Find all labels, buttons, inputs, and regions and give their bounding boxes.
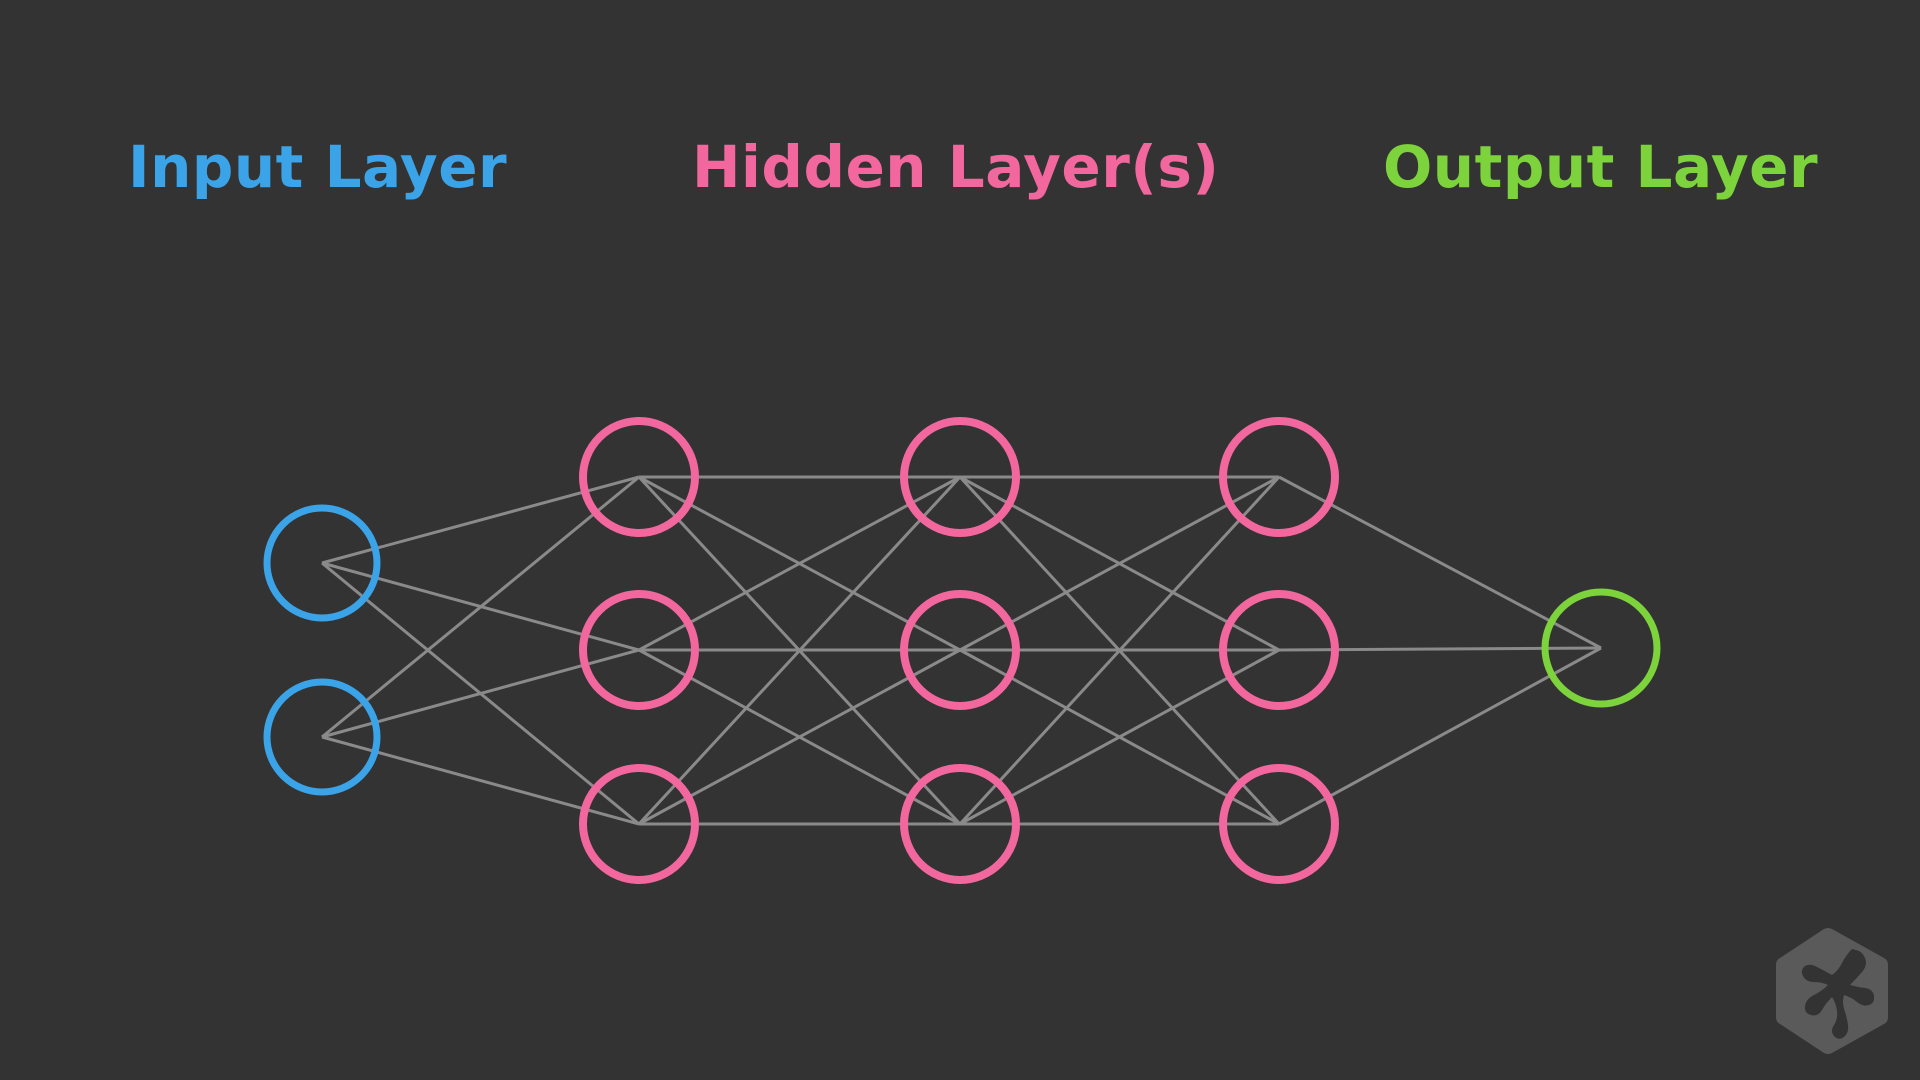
input-layer-label: Input Layer [128, 133, 508, 201]
edge-h2_3-to-h3_2 [959, 648, 1280, 826]
edge-h1_2-to-h2_1 [638, 475, 961, 652]
edge-h2_3-to-h3_1 [958, 475, 1281, 826]
node-h3_3[interactable] [1219, 764, 1339, 884]
edge-i2-to-h1_3 [321, 735, 640, 826]
node-h2_3[interactable] [900, 764, 1020, 884]
output-layer-label: Output Layer [1383, 133, 1819, 201]
node-h3_1[interactable] [1219, 417, 1339, 537]
edge-h1_3-to-h2_1 [637, 475, 962, 826]
node-o1[interactable] [1541, 588, 1661, 708]
hexagon-logo-watermark [1776, 928, 1888, 1054]
node-i2[interactable] [263, 678, 381, 796]
edge-h2_2-to-h3_1 [959, 475, 1280, 652]
hidden-layer-label: Hidden Layer(s) [692, 133, 1220, 201]
node-i1[interactable] [263, 504, 381, 622]
nodes-group [263, 417, 1661, 884]
edge-h3_1-to-o1 [1278, 475, 1602, 650]
node-h2_2[interactable] [900, 590, 1020, 710]
node-h1_3[interactable] [579, 764, 699, 884]
node-h1_1[interactable] [579, 417, 699, 537]
neuron-splat-icon [1801, 949, 1875, 1039]
edge-h3_3-to-o1 [1278, 646, 1602, 826]
edge-i2-to-h1_2 [321, 648, 640, 739]
node-h1_2[interactable] [579, 590, 699, 710]
node-h3_2[interactable] [1219, 590, 1339, 710]
edge-i2-to-h1_1 [321, 475, 640, 739]
edge-h1_3-to-h2_2 [638, 648, 961, 826]
edge-i1-to-h1_1 [321, 475, 640, 565]
node-h2_1[interactable] [900, 417, 1020, 537]
edge-h3_2-to-o1 [1278, 646, 1602, 652]
